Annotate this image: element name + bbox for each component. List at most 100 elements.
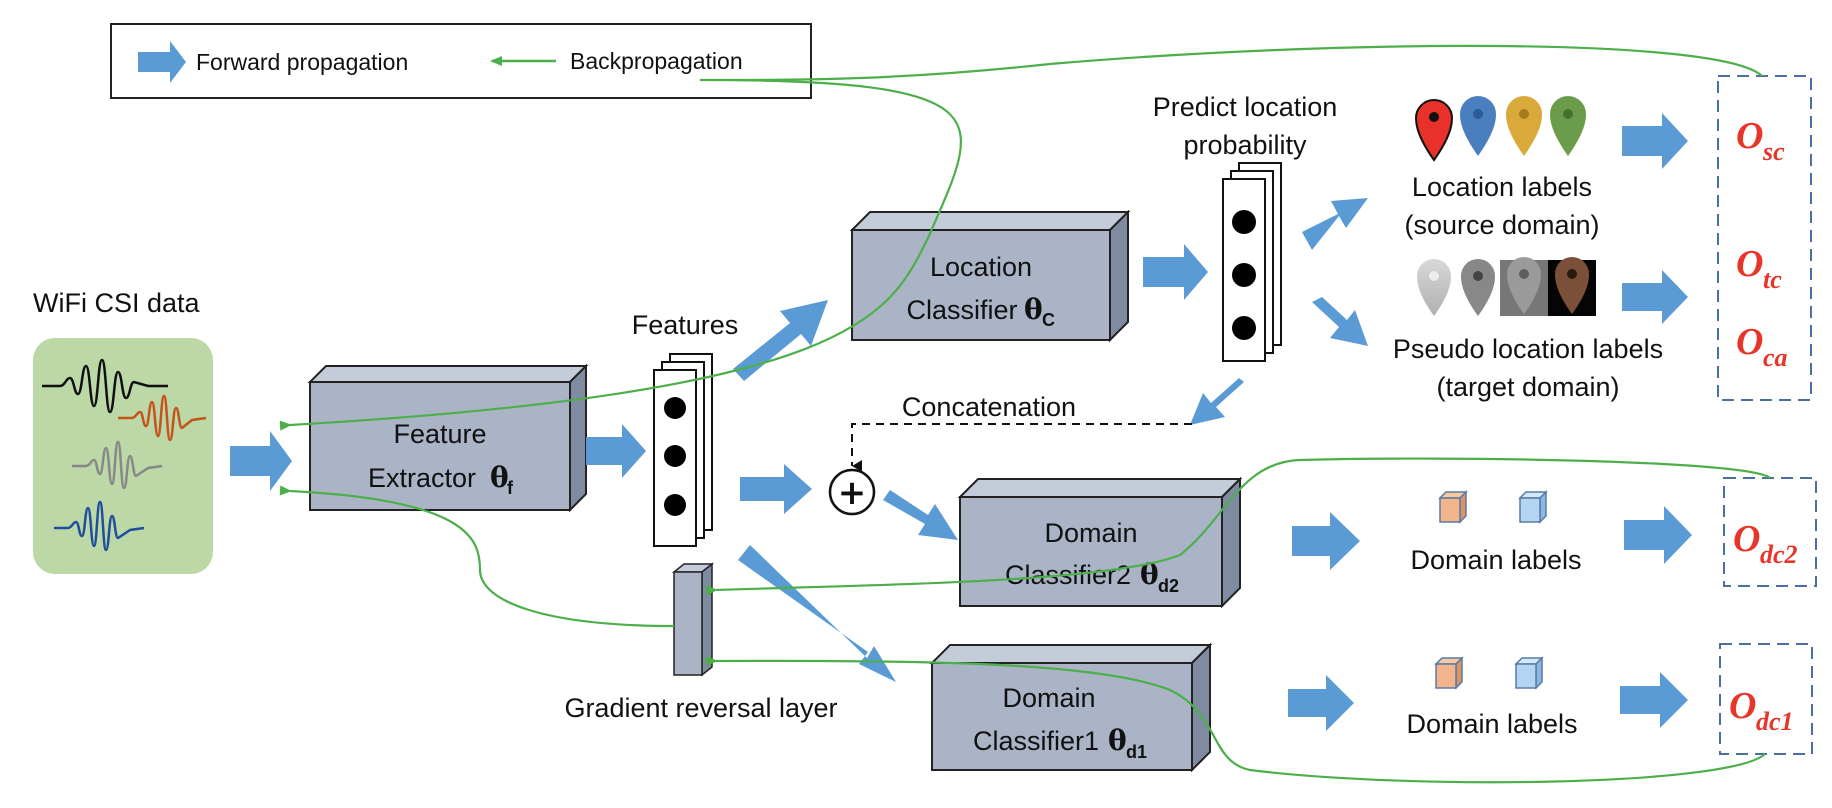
feature-extractor-line1: Feature — [393, 419, 486, 449]
objective-tc-sub: tc — [1763, 265, 1782, 294]
neuron-dot-icon — [1232, 263, 1256, 287]
forward-arrow-icon — [1302, 198, 1368, 250]
forward-arrow-icon — [1622, 113, 1688, 169]
legend-backprop-label: Backpropagation — [570, 48, 743, 74]
grl-label: Gradient reversal layer — [564, 693, 837, 723]
map-pin-icon — [1555, 257, 1589, 314]
csi-waveforms — [42, 358, 207, 552]
domain-classifier1-line1: Domain — [1002, 683, 1095, 713]
neuron-dot-icon — [664, 494, 686, 516]
input-title: WiFi CSI data — [33, 288, 201, 318]
legend-frame — [110, 23, 812, 99]
map-pin-icon — [1417, 259, 1451, 316]
objective-ca-main: O — [1736, 321, 1763, 363]
location-classifier-line2: Classifier — [906, 295, 1017, 325]
objective-dc1-main: O — [1729, 685, 1756, 727]
map-pin-icon — [1414, 99, 1454, 162]
location-classifier-box: Location Classifier θ C — [849, 209, 1131, 343]
domain-classifier2-box: Domain Classifier2 θ d2 — [957, 476, 1243, 609]
objective-tc-main: O — [1736, 243, 1763, 285]
neuron-dot-icon — [664, 397, 686, 419]
map-pin-icon — [1550, 96, 1586, 156]
map-pin-icon — [1507, 257, 1541, 314]
csi-panel — [33, 338, 213, 574]
wave-black — [42, 358, 168, 414]
backprop-curve-location — [279, 44, 1763, 431]
map-pin-icon — [1461, 259, 1495, 316]
domain-labels-1: Domain labels — [1406, 709, 1577, 739]
objective-dc2-sub: dc2 — [1760, 540, 1798, 569]
objectives-source-frame — [1717, 75, 1812, 401]
predict-line2: probability — [1183, 130, 1307, 160]
domain-classifier2-line1: Domain — [1044, 518, 1137, 548]
features-label: Features — [632, 310, 739, 340]
source-pins — [1414, 96, 1586, 162]
pseudo-labels-line1: Pseudo location labels — [1393, 334, 1663, 364]
objective-ca-sub: ca — [1763, 343, 1788, 372]
map-pin-icon — [1460, 96, 1496, 156]
theta-c-subscript: C — [1042, 310, 1055, 330]
feature-extractor-box: Feature Extractor θ f — [307, 363, 589, 513]
map-pin-icon — [1506, 96, 1542, 156]
theta-d2-symbol: θ — [1140, 558, 1159, 591]
legend-forward-label: Forward propagation — [196, 49, 408, 75]
objective-dc1-frame — [1719, 643, 1813, 755]
prediction-layer — [1222, 162, 1282, 362]
objective-sc-sub: sc — [1762, 137, 1785, 166]
location-classifier-line1: Location — [930, 252, 1032, 282]
cube-icon — [1434, 656, 1464, 690]
concatenation-label: Concatenation — [902, 392, 1076, 422]
forward-arrow-icon — [586, 424, 646, 478]
location-labels-line1: Location labels — [1412, 172, 1592, 202]
gradient-reversal-layer — [671, 562, 715, 677]
neuron-dot-icon — [1232, 316, 1256, 340]
forward-arrow-icon — [1190, 378, 1244, 425]
forward-arrow-icon — [1288, 675, 1354, 731]
wave-gray — [72, 440, 163, 490]
theta-d1-symbol: θ — [1108, 724, 1127, 757]
wave-blue — [54, 500, 145, 552]
forward-arrow-icon — [1622, 270, 1688, 324]
forward-arrow-icon — [740, 464, 812, 514]
cube-icon — [1518, 490, 1548, 524]
theta-f-symbol: θ — [490, 461, 509, 494]
domain-classifier1-box: Domain Classifier1 θ d1 — [929, 642, 1213, 773]
forward-arrow-icon — [1143, 244, 1208, 300]
domain-classifier1-line2: Classifier1 — [973, 726, 1099, 756]
plus-symbol: + — [838, 473, 867, 513]
forward-arrow-icon — [1620, 672, 1688, 728]
forward-arrow-icon — [883, 490, 958, 540]
theta-f-subscript: f — [507, 478, 514, 498]
feature-extractor-line2: Extractor — [368, 463, 476, 493]
wave-orange — [118, 394, 207, 442]
forward-arrow-icon — [1312, 297, 1368, 346]
cube-icon — [1438, 490, 1468, 524]
forward-arrow-icon — [1292, 512, 1360, 570]
objective-sc-main: O — [1736, 115, 1763, 157]
plus-circle-icon: + — [828, 468, 876, 516]
features-layer — [653, 353, 713, 547]
backprop-curve-domain2 — [705, 457, 1771, 596]
location-labels-line2: (source domain) — [1404, 210, 1599, 240]
pseudo-labels-line2: (target domain) — [1436, 372, 1619, 402]
neuron-dot-icon — [664, 445, 686, 467]
theta-d2-subscript: d2 — [1158, 576, 1179, 596]
objective-dc2-main: O — [1733, 518, 1760, 560]
backprop-curve-domain1 — [705, 656, 1766, 784]
cube-icon — [1514, 656, 1544, 690]
forward-arrow-icon — [738, 545, 896, 682]
target-pins — [1417, 257, 1596, 316]
forward-arrow-icon — [230, 431, 292, 491]
theta-d1-subscript: d1 — [1126, 742, 1147, 762]
neuron-dot-icon — [1232, 210, 1256, 234]
forward-arrow-icon — [138, 41, 186, 83]
theta-c-symbol: θ — [1024, 293, 1043, 326]
backprop-curve-grl — [279, 485, 675, 628]
predict-line1: Predict location — [1153, 92, 1338, 122]
domain-labels-2: Domain labels — [1410, 545, 1581, 575]
objective-dc1-sub: dc1 — [1756, 707, 1794, 736]
concatenation-dashed-line — [851, 423, 1192, 472]
forward-arrow-icon — [1624, 506, 1692, 564]
backprop-curves — [279, 44, 1771, 784]
